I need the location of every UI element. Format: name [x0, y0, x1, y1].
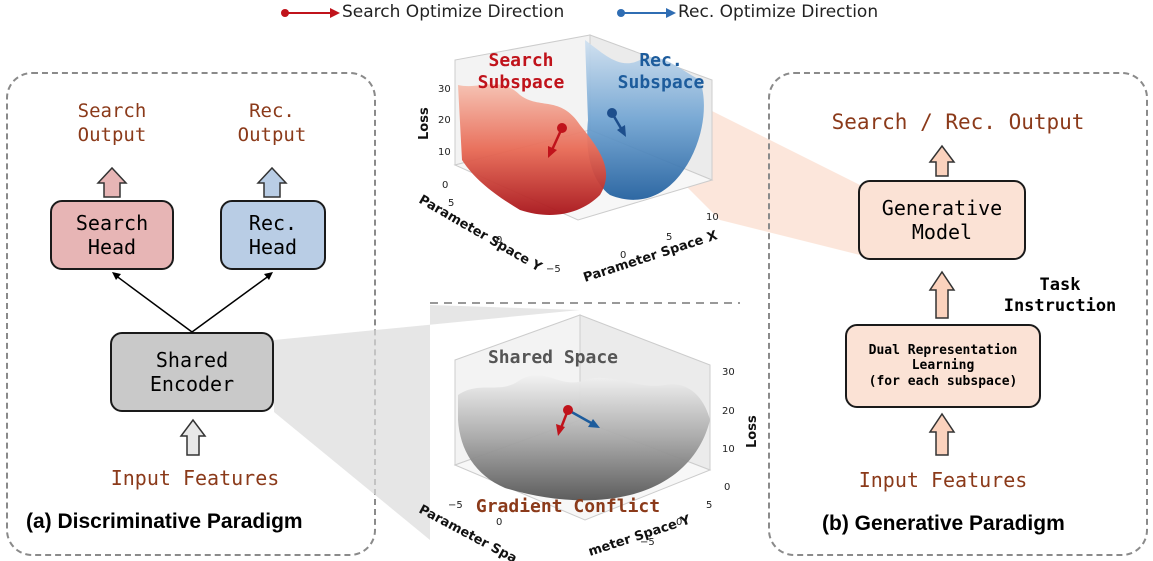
shared-space-label: Shared Space [487, 347, 619, 368]
bottom-x-tick-0: 0 [496, 517, 502, 528]
top-z-tick-20: 20 [438, 115, 451, 126]
top-x-tick-0: 0 [620, 250, 626, 261]
bottom-y-tick-5: 5 [706, 500, 712, 511]
right-input-features-label: Input Features [858, 468, 1028, 492]
top-search-point [557, 123, 567, 133]
input-to-dual-up-arrow-icon [928, 412, 956, 456]
left-input-features-label: Input Features [110, 466, 280, 490]
rec-output-label: Rec. Output [237, 100, 307, 146]
rec-head-box: Rec. Head [220, 200, 326, 270]
shared-space-surface [458, 375, 710, 501]
shared-encoder-box: Shared Encoder [110, 332, 274, 412]
search-head-up-arrow-icon [96, 166, 128, 198]
top-x-tick-5: 5 [666, 232, 672, 243]
rec-subspace-label: Rec. Subspace [617, 50, 705, 93]
top-z-tick-30: 30 [438, 84, 451, 95]
bottom-x-tick-neg5: −5 [448, 500, 463, 511]
gradient-conflict-label: Gradient Conflict [475, 496, 661, 517]
discriminative-caption: (a) Discriminative Paradigm [26, 510, 303, 533]
legend-rec-label: Rec. Optimize Direction [678, 2, 879, 22]
top-rec-point [607, 108, 617, 118]
search-rec-output-label: Search / Rec. Output [831, 110, 1085, 134]
bottom-shared-point [563, 405, 573, 415]
rec-legend-arrow-icon [666, 8, 676, 18]
dual-to-model-up-arrow-icon [928, 270, 956, 319]
generative-caption: (b) Generative Paradigm [822, 512, 1065, 535]
top-y-tick-neg5: −5 [546, 264, 561, 275]
bottom-y-tick-neg5: −5 [640, 537, 655, 548]
search-output-label: Search Output [77, 100, 147, 146]
legend-search-label: Search Optimize Direction [342, 2, 565, 22]
search-legend-dot [281, 9, 289, 17]
generative-model-box: Generative Model [858, 180, 1026, 260]
rec-subspace-surface [585, 40, 704, 200]
encoder-to-search-line [114, 274, 193, 333]
top-z-tick-0: 0 [442, 180, 448, 191]
top-z-axis-label: Loss [417, 107, 432, 140]
bottom-z-tick-0: 0 [724, 482, 730, 493]
search-head-box: Search Head [50, 200, 174, 270]
search-legend-arrow-icon [330, 8, 340, 18]
bottom-z-tick-20: 20 [722, 406, 735, 417]
top-z-tick-10: 10 [438, 147, 451, 158]
search-subspace-label: Search Subspace [477, 50, 565, 93]
top-x-tick-10: 10 [706, 212, 719, 223]
dual-representation-box: Dual Representation Learning (for each s… [845, 324, 1041, 408]
top-y-tick-0: 0 [496, 235, 502, 246]
discriminative-panel [6, 72, 376, 556]
bottom-z-tick-10: 10 [722, 444, 735, 455]
model-to-output-up-arrow-icon [928, 144, 956, 177]
encoder-zoom-wedge [274, 305, 580, 540]
search-subspace-surface [458, 84, 607, 215]
encoder-to-rec-line [191, 274, 271, 333]
task-instruction-label: Task Instruction [1003, 275, 1117, 317]
bottom-z-axis-label: Loss [745, 415, 760, 448]
input-up-arrow-icon [179, 418, 207, 456]
generative-panel [768, 72, 1148, 556]
bottom-y-tick-0: 0 [676, 517, 682, 528]
rec-head-up-arrow-icon [256, 166, 288, 198]
bottom-z-tick-30: 30 [722, 367, 735, 378]
top-y-tick-5: 5 [448, 198, 454, 209]
rec-legend-dot [617, 9, 625, 17]
